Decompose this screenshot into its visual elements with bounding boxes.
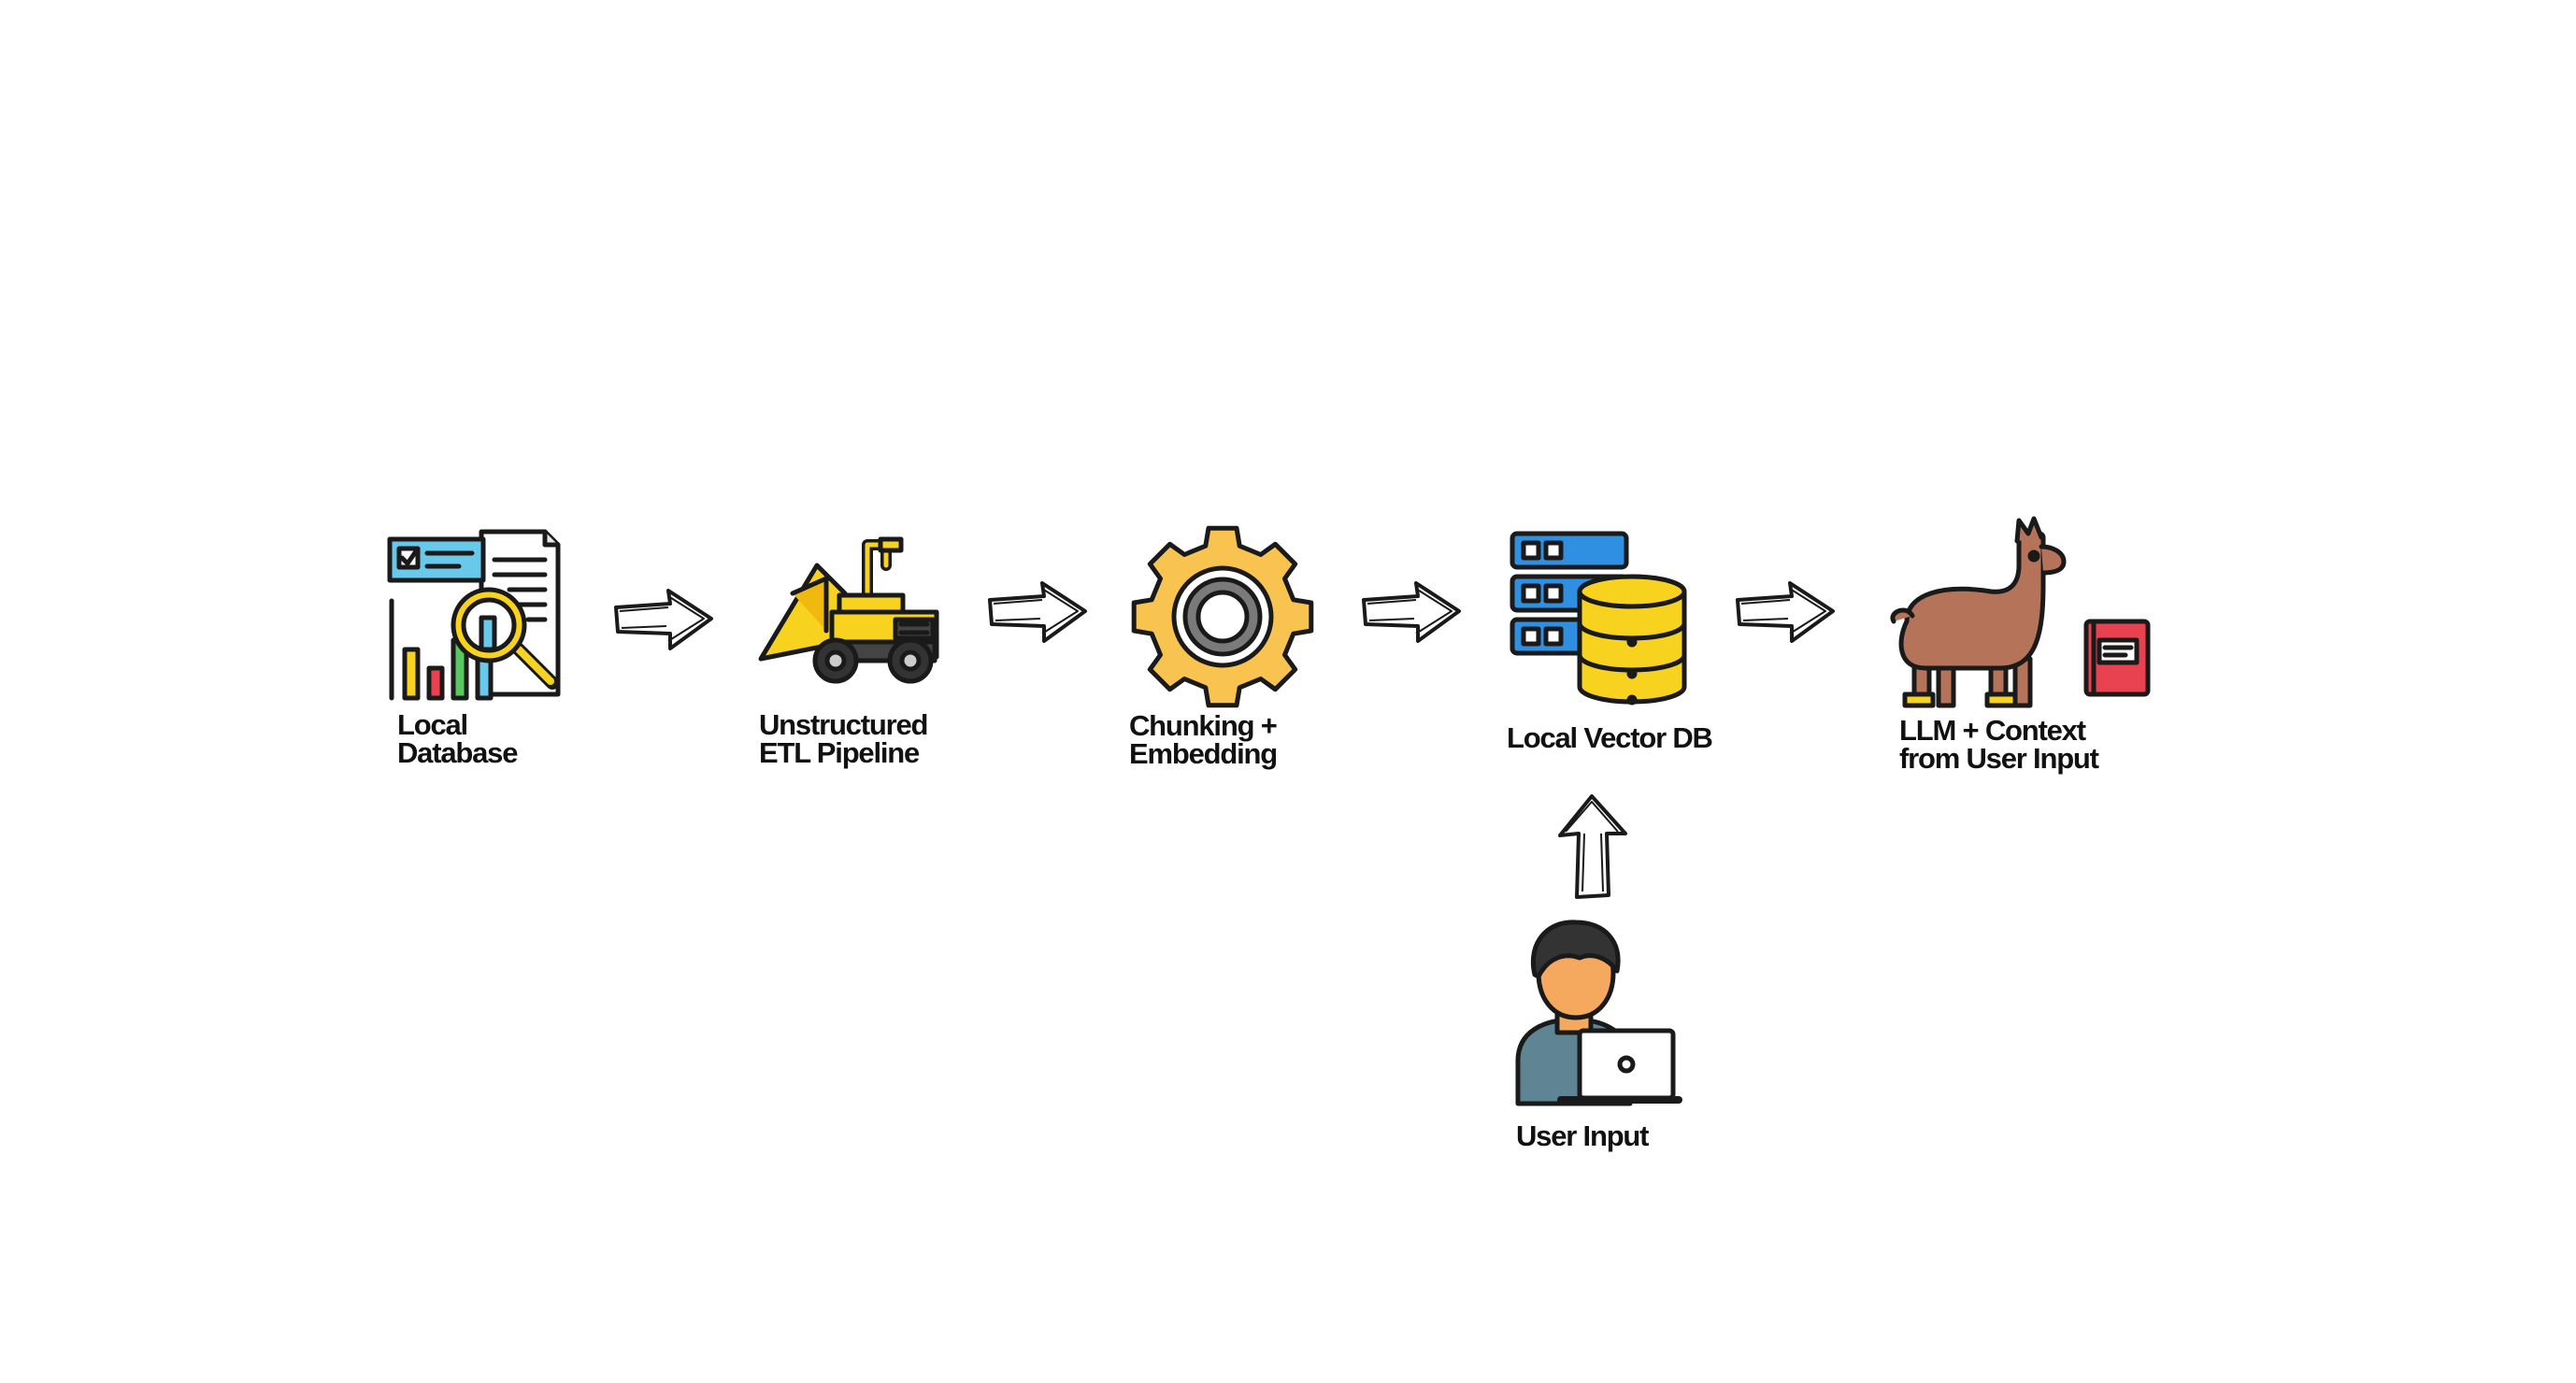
local-database-node: Local Database — [387, 528, 565, 767]
sketch-arrow-right-icon — [1362, 581, 1461, 643]
node-label: User Input — [1516, 1119, 1649, 1152]
sketch-arrow-right-icon — [614, 589, 713, 650]
gear-icon — [1131, 525, 1314, 708]
server-database-icon — [1510, 531, 1687, 706]
llm-context-node: LLM + Context from User Input — [1879, 516, 2151, 773]
local-vector-db-node: Local Vector DB — [1505, 528, 1713, 752]
llama-book-icon — [1890, 516, 2151, 708]
chunking-embedding-node: Chunking + Embedding — [1129, 523, 1316, 768]
node-label: LLM + Context from User Input — [1899, 714, 2099, 775]
user-input-node: User Input — [1514, 920, 1682, 1150]
sketch-arrow-right-icon — [1736, 581, 1835, 643]
sketch-arrow-up-icon — [1558, 794, 1627, 899]
sketch-arrow-right-icon — [988, 581, 1087, 643]
node-label: Chunking + Embedding — [1129, 709, 1278, 770]
node-label: Local Database — [397, 708, 518, 769]
database-report-icon — [387, 529, 561, 701]
node-label: Local Vector DB — [1507, 721, 1713, 754]
wood-chipper-machine-icon — [758, 536, 939, 684]
user-laptop-icon — [1515, 920, 1682, 1106]
etl-pipeline-node: Unstructured ETL Pipeline — [755, 536, 942, 767]
node-label: Unstructured ETL Pipeline — [759, 708, 928, 769]
